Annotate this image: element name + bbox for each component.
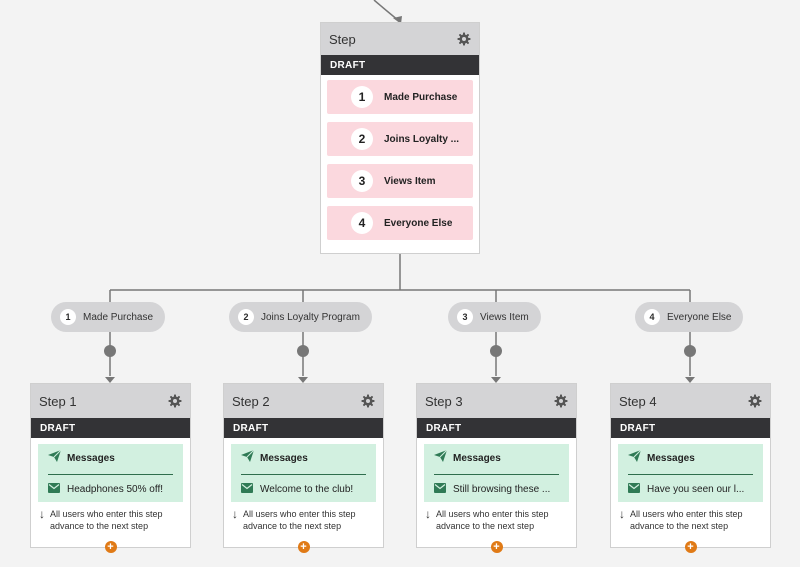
message-name: Headphones 50% off! <box>67 483 164 495</box>
branch-number: 4 <box>351 212 373 234</box>
divider <box>48 474 173 475</box>
branch-item-views-item[interactable]: 3 Views Item <box>327 164 473 198</box>
arrow-down-icon: ↓ <box>619 507 625 521</box>
step-card-1[interactable]: Step 1 DRAFT Messages Headphones 50% off… <box>30 383 191 553</box>
branch-number: 1 <box>351 86 373 108</box>
messages-label: Messages <box>260 452 308 464</box>
gear-icon[interactable] <box>748 394 762 408</box>
draft-status-bar: DRAFT <box>31 418 190 438</box>
draft-status-bar: DRAFT <box>321 55 479 75</box>
message-name: Still browsing these ... <box>453 483 551 495</box>
branch-number: 2 <box>351 128 373 150</box>
pill-label: Everyone Else <box>667 311 732 323</box>
step-card-4[interactable]: Step 4 DRAFT Messages Have you seen our … <box>610 383 771 553</box>
step-title: Step 2 <box>232 393 270 409</box>
pill-number: 4 <box>644 309 660 325</box>
branch-label: Made Purchase <box>384 91 458 103</box>
messages-label: Messages <box>453 452 501 464</box>
step-title: Step 3 <box>425 393 463 409</box>
pill-label: Joins Loyalty Program <box>261 311 360 323</box>
draft-status-bar: DRAFT <box>611 418 770 438</box>
pill-label: Made Purchase <box>83 311 154 323</box>
message-name: Have you seen our l... <box>647 483 745 495</box>
gear-icon[interactable] <box>554 394 568 408</box>
pill-number: 2 <box>238 309 254 325</box>
advance-text-line2: advance to the next step <box>630 521 729 531</box>
branch-label: Views Item <box>384 175 436 187</box>
advance-text-line1: All users who enter this step <box>243 509 356 519</box>
branch-item-made-purchase[interactable]: 1 Made Purchase <box>327 80 473 114</box>
step-header: Step 2 <box>224 384 383 418</box>
gear-icon[interactable] <box>168 394 182 408</box>
advance-note: ↓ All users who enter this step advance t… <box>425 508 576 532</box>
branch-pill-made-purchase[interactable]: 1 Made Purchase <box>51 302 166 332</box>
arrow-down-icon: ↓ <box>39 507 45 521</box>
messages-label: Messages <box>67 452 115 464</box>
branch-label: Joins Loyalty ... <box>384 133 460 145</box>
draft-status-bar: DRAFT <box>417 418 576 438</box>
split-step-title: Step <box>329 31 356 47</box>
envelope-icon <box>628 480 640 498</box>
step-card-3[interactable]: Step 3 DRAFT Messages Still browsing the… <box>416 383 577 553</box>
divider <box>628 474 753 475</box>
gear-icon[interactable] <box>361 394 375 408</box>
step-header: Step 3 <box>417 384 576 418</box>
split-step-header: Step <box>321 23 479 55</box>
paper-plane-icon <box>48 449 62 467</box>
advance-text-line1: All users who enter this step <box>50 509 163 519</box>
step-card-2[interactable]: Step 2 DRAFT Messages Welcome to the clu… <box>223 383 384 553</box>
advance-text-line2: advance to the next step <box>50 521 149 531</box>
advance-text-line1: All users who enter this step <box>436 509 549 519</box>
plus-icon: + <box>687 541 694 553</box>
pill-label: Views Item <box>480 311 529 323</box>
add-step-button[interactable]: + <box>490 541 503 553</box>
divider <box>241 474 366 475</box>
pill-number: 1 <box>60 309 76 325</box>
split-step-card[interactable]: Step DRAFT 1 Made Purchase 2 Joins Loyal… <box>320 22 480 254</box>
envelope-icon <box>241 480 253 498</box>
advance-note: ↓ All users who enter this step advance t… <box>39 508 190 532</box>
arrow-down-icon: ↓ <box>232 507 238 521</box>
arrow-down-icon: ↓ <box>425 507 431 521</box>
divider <box>434 474 559 475</box>
message-name: Welcome to the club! <box>260 483 354 495</box>
step-header: Step 4 <box>611 384 770 418</box>
add-step-button[interactable]: + <box>297 541 310 553</box>
add-step-button[interactable]: + <box>684 541 697 553</box>
add-step-button[interactable]: + <box>104 541 117 553</box>
paper-plane-icon <box>434 449 448 467</box>
plus-icon: + <box>107 541 114 553</box>
paper-plane-icon <box>628 449 642 467</box>
branch-item-joins-loyalty[interactable]: 2 Joins Loyalty ... <box>327 122 473 156</box>
branch-pill-joins-loyalty[interactable]: 2 Joins Loyalty Program <box>229 302 372 332</box>
advance-note: ↓ All users who enter this step advance t… <box>232 508 383 532</box>
plus-icon: + <box>493 541 500 553</box>
branch-number: 3 <box>351 170 373 192</box>
branch-list: 1 Made Purchase 2 Joins Loyalty ... 3 Vi… <box>321 75 479 253</box>
branch-label: Everyone Else <box>384 217 453 229</box>
messages-box[interactable]: Messages Still browsing these ... <box>424 444 569 502</box>
plus-icon: + <box>300 541 307 553</box>
envelope-icon <box>434 480 446 498</box>
advance-text-line2: advance to the next step <box>243 521 342 531</box>
draft-status-bar: DRAFT <box>224 418 383 438</box>
branch-pill-everyone-else[interactable]: 4 Everyone Else <box>635 302 744 332</box>
messages-box[interactable]: Messages Welcome to the club! <box>231 444 376 502</box>
branch-item-everyone-else[interactable]: 4 Everyone Else <box>327 206 473 240</box>
advance-note: ↓ All users who enter this step advance t… <box>619 508 770 532</box>
messages-box[interactable]: Messages Have you seen our l... <box>618 444 763 502</box>
step-title: Step 4 <box>619 393 657 409</box>
advance-text-line2: advance to the next step <box>436 521 535 531</box>
paper-plane-icon <box>241 449 255 467</box>
messages-box[interactable]: Messages Headphones 50% off! <box>38 444 183 502</box>
branch-pill-views-item[interactable]: 3 Views Item <box>448 302 541 332</box>
pill-number: 3 <box>457 309 473 325</box>
step-header: Step 1 <box>31 384 190 418</box>
messages-label: Messages <box>647 452 695 464</box>
step-title: Step 1 <box>39 393 77 409</box>
envelope-icon <box>48 480 60 498</box>
gear-icon[interactable] <box>457 32 471 46</box>
advance-text-line1: All users who enter this step <box>630 509 743 519</box>
